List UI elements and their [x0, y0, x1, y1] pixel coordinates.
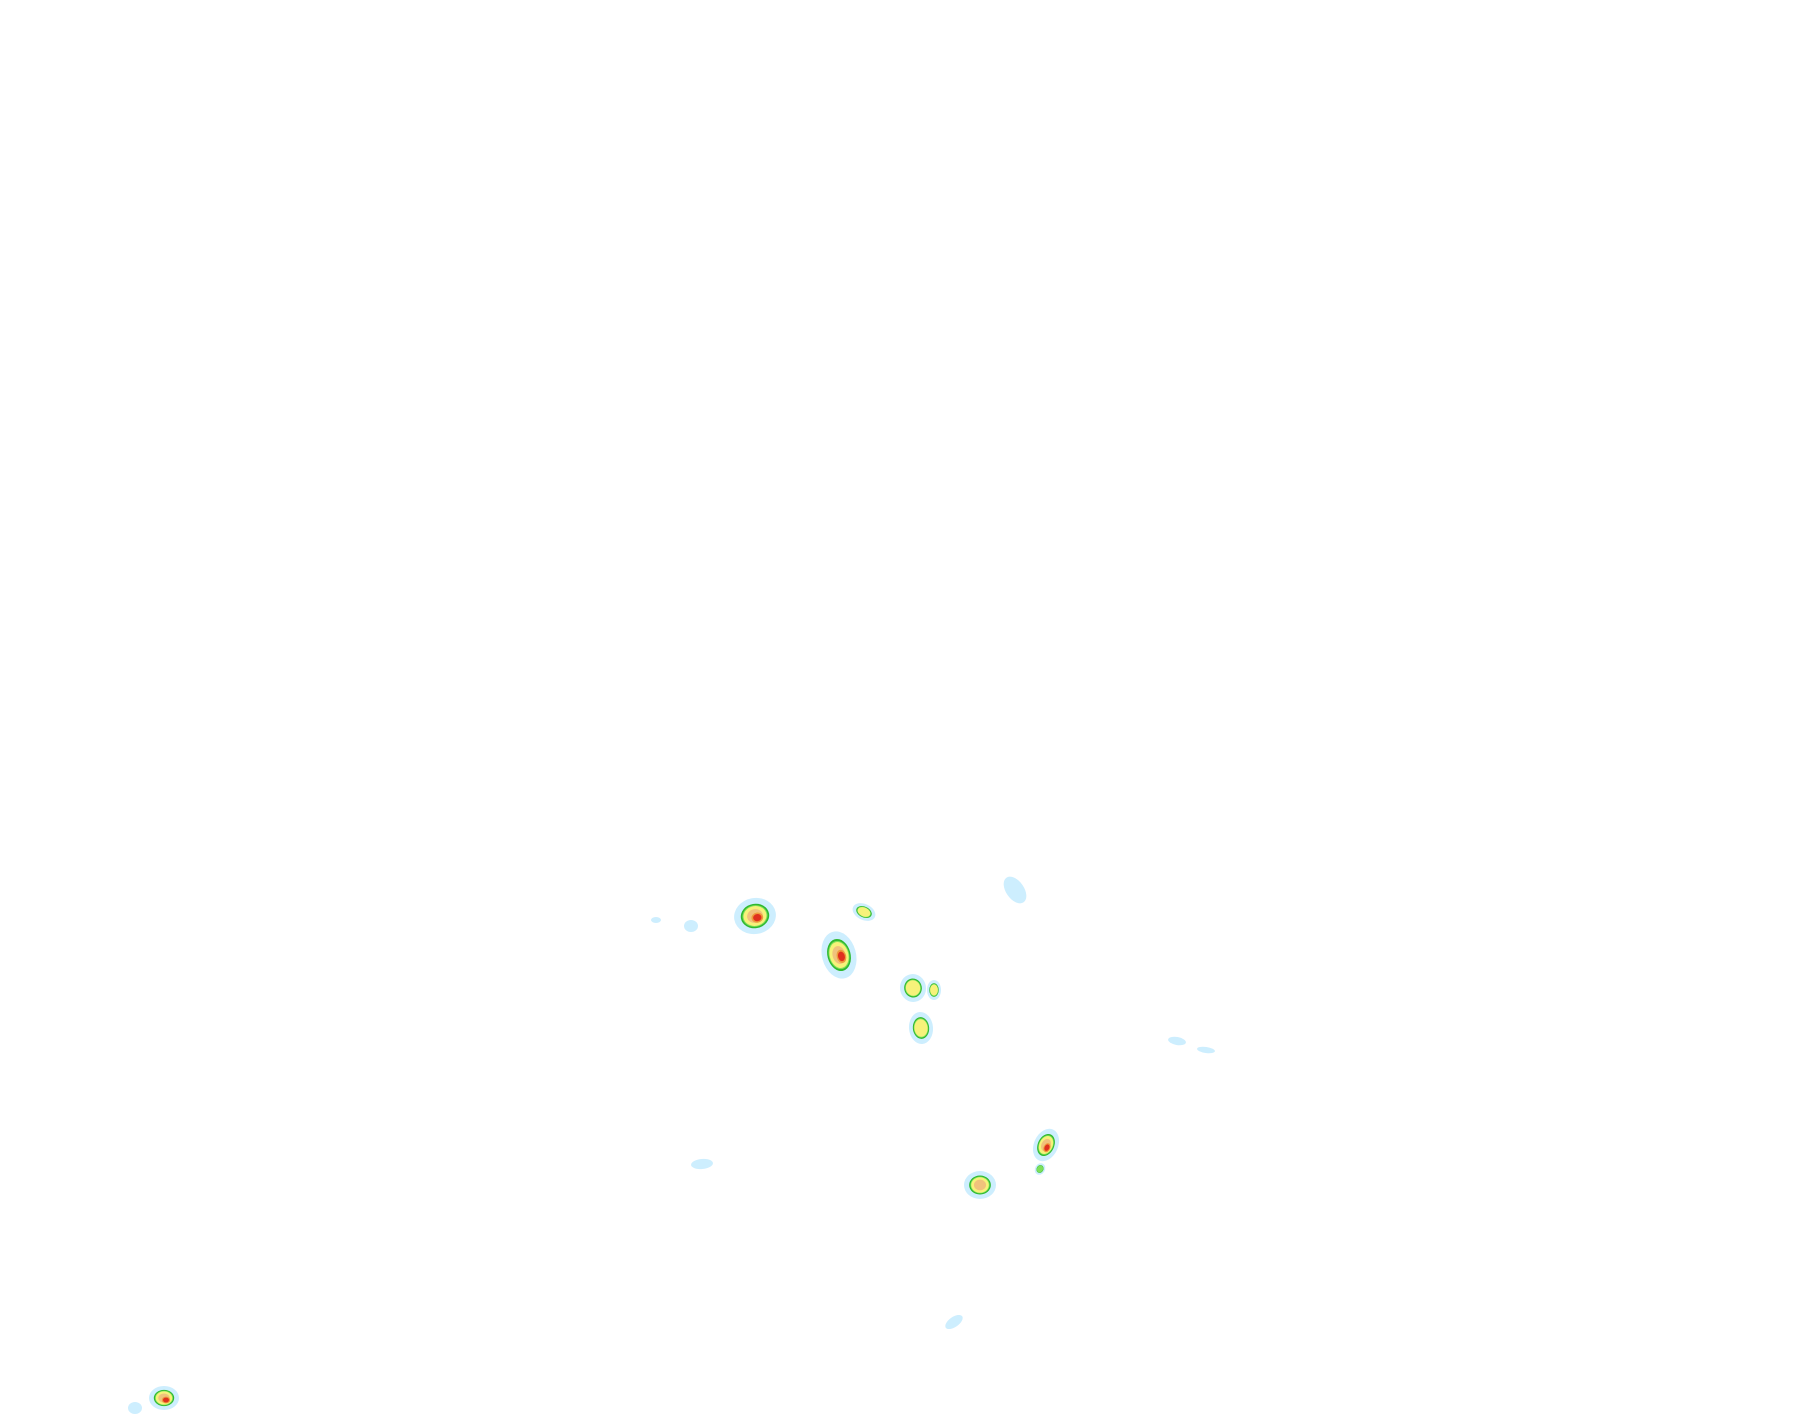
intensity-band-heavy	[857, 907, 871, 917]
intensity-band-light	[1003, 876, 1027, 904]
intensity-band-light	[651, 917, 661, 923]
radar-cell	[691, 1158, 713, 1170]
radar-cell	[821, 931, 857, 979]
radar-cell	[128, 1402, 142, 1414]
intensity-band-light	[945, 1314, 963, 1330]
radar-cell	[1168, 1036, 1186, 1046]
radar-cell	[964, 1171, 996, 1199]
intensity-band-heavy	[914, 1019, 928, 1037]
intensity-band-very-heavy	[973, 1179, 987, 1191]
radar-cell	[1197, 1046, 1215, 1054]
intensity-band-light	[691, 1158, 713, 1170]
intensity-band-extreme	[1044, 1144, 1050, 1151]
radar-cell	[899, 974, 927, 1002]
intensity-band-extreme	[163, 1397, 169, 1403]
radar-cell	[1034, 1163, 1046, 1175]
intensity-band-light	[1168, 1036, 1186, 1046]
radar-cell	[852, 903, 876, 921]
intensity-band-light	[1197, 1046, 1215, 1054]
radar-cell	[1032, 1128, 1060, 1162]
intensity-band-heavy	[905, 980, 921, 996]
radar-cell	[908, 1012, 934, 1044]
radar-cell	[734, 897, 776, 935]
radar-cell	[927, 980, 941, 1000]
radar-cell	[149, 1386, 179, 1410]
intensity-band-moderate	[1036, 1165, 1044, 1173]
intensity-band-heavy	[930, 984, 938, 996]
intensity-band-light	[684, 920, 698, 932]
radar-cells	[128, 876, 1215, 1414]
radar-cell	[684, 920, 698, 932]
radar-cell	[651, 917, 661, 923]
intensity-band-light	[128, 1402, 142, 1414]
radar-cell	[1003, 876, 1027, 904]
intensity-band-extreme	[837, 951, 845, 962]
intensity-band-extreme	[753, 914, 762, 922]
radar-cell	[945, 1314, 963, 1330]
